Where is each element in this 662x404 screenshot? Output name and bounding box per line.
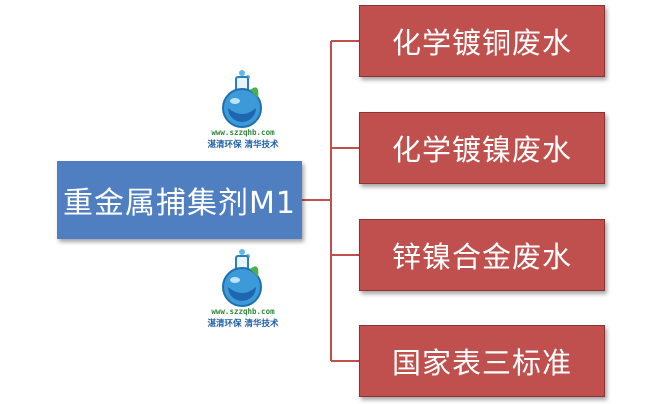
root-node-label: 重金属捕集剂M1 bbox=[63, 186, 296, 221]
watermark-company: 湛清环保 清华技术 bbox=[207, 319, 279, 329]
branch-node-label: 化学镀铜废水 bbox=[391, 26, 572, 60]
branch-node-label: 锌镍合金废水 bbox=[391, 240, 572, 274]
watermark-company: 湛清环保 清华技术 bbox=[207, 140, 279, 150]
watermark-site: www.szzqhb.com bbox=[211, 307, 275, 316]
watermark-logo: www.szzqhb.com 湛清环保 清华技术 bbox=[188, 68, 298, 168]
root-node: 重金属捕集剂M1 bbox=[57, 161, 302, 239]
branch-node-label: 化学镀镍废水 bbox=[391, 133, 572, 167]
flask-icon bbox=[222, 249, 262, 307]
branch-node-4: 国家表三标准 bbox=[359, 325, 605, 397]
branch-node-2: 化学镀镍废水 bbox=[359, 112, 605, 184]
branch-node-3: 锌镍合金废水 bbox=[359, 219, 605, 291]
watermark-site: www.szzqhb.com bbox=[211, 128, 275, 137]
branch-node-label: 国家表三标准 bbox=[391, 346, 572, 380]
flask-icon bbox=[222, 70, 262, 128]
branch-node-1: 化学镀铜废水 bbox=[359, 5, 605, 77]
watermark-logo: www.szzqhb.com 湛清环保 清华技术 bbox=[188, 247, 298, 347]
